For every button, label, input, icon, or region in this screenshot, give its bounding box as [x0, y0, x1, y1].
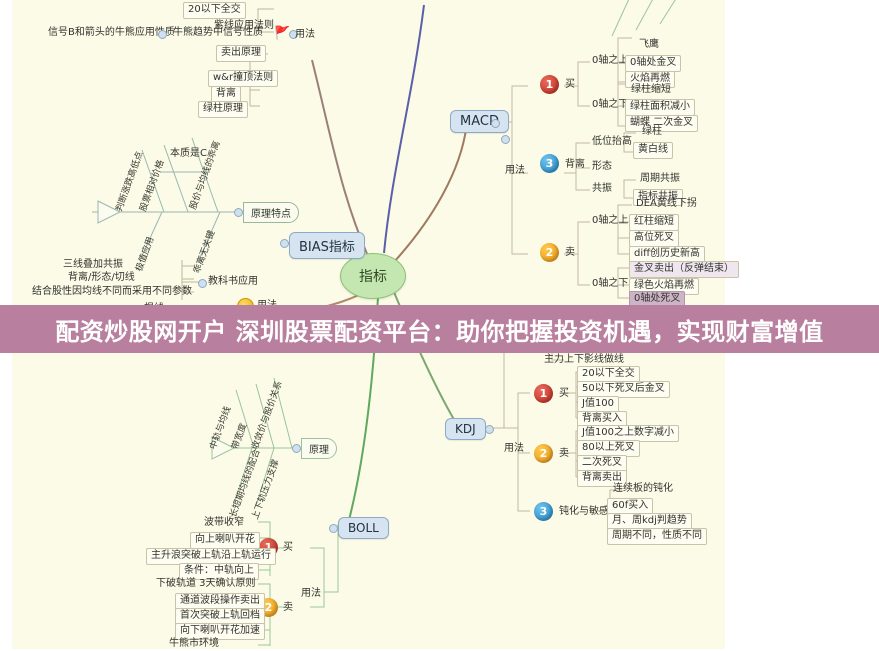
node-macd-div-shape[interactable]: 形态: [592, 161, 612, 172]
node-sell-principle[interactable]: 卖出原理: [216, 45, 266, 62]
collapse-dot[interactable]: [501, 135, 510, 144]
center-node-label: 指标: [359, 269, 387, 285]
collapse-dot[interactable]: [158, 30, 167, 39]
node-macd-div-res-1[interactable]: 周期共振: [640, 173, 680, 184]
node-bullbear-usage[interactable]: 用法: [295, 29, 315, 40]
node-boll-principle-head[interactable]: 原理: [301, 438, 337, 459]
collapse-dot[interactable]: [234, 208, 243, 217]
node-kdj-dull-4[interactable]: 周期不同，性质不同: [607, 528, 707, 545]
node-macd-buy-above-3[interactable]: 火焰再燃: [625, 71, 675, 88]
node-boll-usage[interactable]: 用法: [301, 588, 321, 599]
collapse-dot[interactable]: [280, 239, 289, 248]
node-macd-buy-below-label[interactable]: 0轴之下: [592, 99, 629, 110]
badge-kdj-sell: 2: [534, 444, 553, 463]
node-bullbear-note[interactable]: 信号B和箭头的牛熊应用性质: [48, 27, 175, 38]
badge-number: 2: [539, 447, 548, 460]
collapse-dot[interactable]: [491, 119, 500, 128]
badge-number: 3: [545, 157, 554, 170]
node-macd-sell-above-label[interactable]: 0轴之上: [592, 215, 629, 226]
node-macd-buy-above-2[interactable]: 0轴处金叉: [625, 55, 682, 72]
node-wr-top-rule[interactable]: w&r撞顶法则: [208, 70, 279, 87]
node-boll-buy-2[interactable]: 向上喇叭开花: [190, 532, 260, 549]
badge-number: 2: [545, 246, 554, 259]
node-ma-top-1[interactable]: 三线叠加共振: [63, 259, 123, 270]
node-macd-sell-above-2[interactable]: 红柱缩短: [629, 214, 679, 231]
node-macd-buy-above-1[interactable]: 飞鹰: [639, 39, 659, 50]
fishbone-arrow-boll-shape: [211, 436, 236, 460]
collapse-dot[interactable]: [329, 524, 338, 533]
node-boll-sell-1[interactable]: 下破轨道 3天确认原则: [156, 578, 256, 589]
node-green-bar-principle[interactable]: 绿柱原理: [198, 101, 248, 118]
node-boll-sell-5[interactable]: 牛熊市环境: [169, 638, 219, 649]
node-macd[interactable]: MACD: [450, 110, 509, 133]
green-flag-icon: 🚩: [274, 26, 291, 41]
collapse-dot[interactable]: [289, 30, 298, 39]
node-kdj[interactable]: KDJ: [445, 418, 486, 440]
node-macd-divergence[interactable]: 背离: [565, 159, 585, 170]
node-macd-div-res[interactable]: 共振: [592, 183, 612, 194]
collapse-dot[interactable]: [292, 444, 301, 453]
node-ma-top-3[interactable]: 结合股性因均线不同而采用不同参数: [32, 286, 192, 297]
node-boll-buy-4[interactable]: 条件：中轨向上: [179, 563, 259, 580]
node-macd-buy-below-1[interactable]: 绿柱缩短: [631, 84, 671, 95]
badge-number: 3: [539, 505, 548, 518]
collapse-dot[interactable]: [198, 279, 207, 288]
node-ma-top-2[interactable]: 背离/形态/切线: [68, 272, 135, 283]
node-macd-div-res-2[interactable]: 指标共振: [633, 189, 683, 206]
badge-macd-divergence: 3: [540, 154, 559, 173]
overlay-banner: 配资炒股网开户 深圳股票配资平台：助你把握投资机遇，实现财富增值: [0, 305, 879, 353]
node-boll-sell-4[interactable]: 向下喇叭开花加速: [175, 623, 265, 640]
node-boll-buy[interactable]: 买: [283, 542, 293, 553]
node-boll-sell[interactable]: 卖: [283, 602, 293, 613]
collapse-dot[interactable]: [485, 425, 494, 434]
overlay-banner-text: 配资炒股网开户 深圳股票配资平台：助你把握投资机遇，实现财富增值: [55, 317, 824, 346]
node-ma-textbook[interactable]: 教科书应用: [208, 276, 258, 287]
node-20below-cross[interactable]: 20以下全交: [183, 2, 246, 19]
node-macd-sell-above-1[interactable]: DEA黄线下拐: [636, 198, 697, 209]
node-kdj-buy[interactable]: 买: [559, 388, 569, 399]
node-kdj-principle-2[interactable]: 主力上下影线做线: [544, 354, 624, 365]
badge-number: 2: [264, 601, 273, 614]
node-macd-buy-below-2[interactable]: 绿柱面积减小: [625, 99, 695, 116]
node-macd-buy-below-3[interactable]: 蝴蝶 二次金叉: [625, 115, 699, 132]
node-macd-sell-below-1[interactable]: 金叉卖出（反弹结束）: [629, 261, 739, 278]
node-purple-line-rule[interactable]: 紫线应用法则: [214, 20, 274, 31]
node-macd-buy[interactable]: 买: [565, 79, 575, 90]
node-boll[interactable]: BOLL: [338, 517, 389, 539]
node-bias[interactable]: BIAS指标: [289, 232, 365, 259]
center-node[interactable]: 指标: [340, 253, 406, 299]
node-macd-div-low[interactable]: 低位抬高: [592, 136, 632, 147]
node-kdj-sell-4[interactable]: 背离卖出: [577, 470, 627, 487]
node-macd-sell-above-3[interactable]: 高位死叉: [629, 230, 679, 247]
node-boll-buy-1[interactable]: 波带收窄: [204, 517, 244, 528]
badge-macd-buy: 1: [540, 75, 559, 94]
fishbone-arrow-bias-shape: [97, 200, 122, 224]
node-kdj-dull[interactable]: 钝化与敏感: [559, 506, 609, 517]
node-kdj-usage[interactable]: 用法: [504, 443, 524, 454]
node-macd-div-low-2[interactable]: 黄白线: [633, 142, 673, 159]
badge-number: 1: [545, 78, 554, 91]
badge-macd-sell: 2: [540, 243, 559, 262]
node-macd-usage[interactable]: 用法: [505, 165, 525, 176]
node-kdj-buy-2[interactable]: 50以下死叉后金叉: [577, 381, 670, 398]
badge-number: 1: [539, 387, 548, 400]
node-kdj-sell[interactable]: 卖: [559, 448, 569, 459]
node-bias-essence[interactable]: 本质是C: [170, 148, 207, 159]
node-macd-buy-above-label[interactable]: 0轴之上: [592, 55, 629, 66]
badge-number: 1: [265, 541, 273, 554]
node-macd-div-low-1[interactable]: 绿柱: [642, 126, 662, 137]
node-macd-sell-below-label[interactable]: 0轴之下: [592, 278, 629, 289]
node-macd-sell[interactable]: 卖: [565, 247, 575, 258]
node-bullbear-root[interactable]: 牛熊趋势中信号性质: [173, 27, 263, 38]
badge-kdj-dull: 3: [534, 502, 553, 521]
node-bias-principle-head[interactable]: 原理特点: [243, 202, 299, 223]
node-kdj-dull-1[interactable]: 连续板的钝化: [613, 483, 673, 494]
badge-kdj-buy: 1: [534, 384, 553, 403]
